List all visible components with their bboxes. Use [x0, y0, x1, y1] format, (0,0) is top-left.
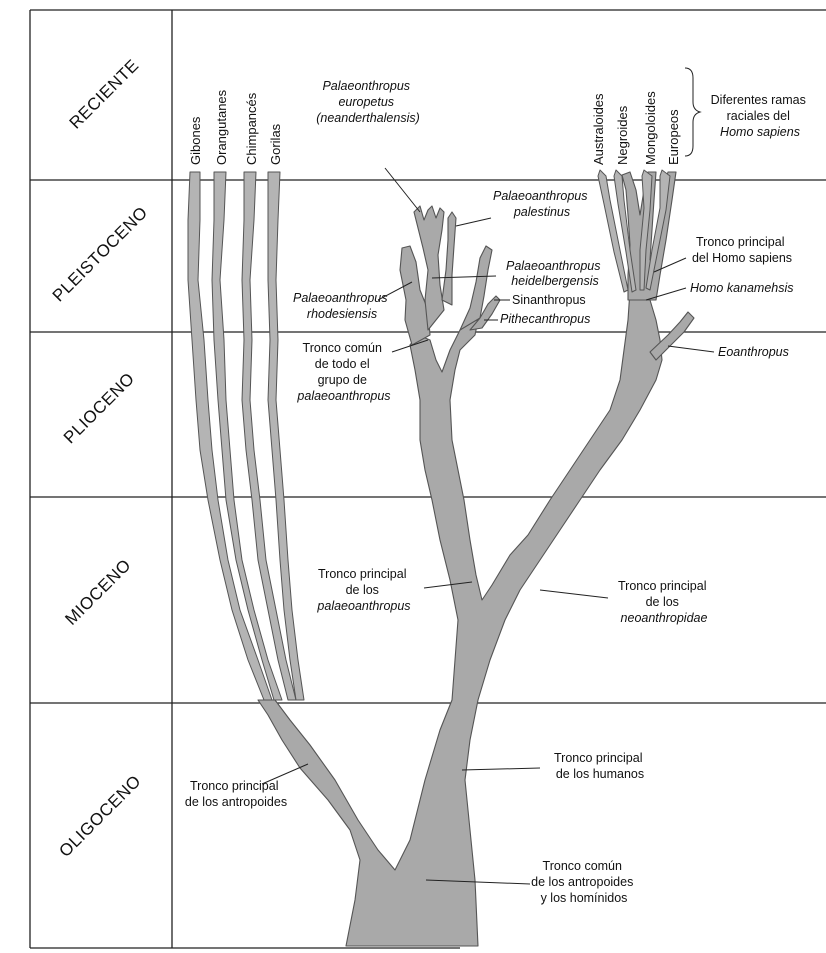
races-brace: [685, 68, 700, 156]
palaeo-branch-palestinus: [442, 212, 456, 305]
column-label-gibones: Gibones: [188, 116, 203, 165]
ape-branch-gibones: [188, 172, 272, 700]
era-label-plioceno: PLIOCENO: [60, 369, 138, 447]
era-label-pleistoceno: PLEISTOCENO: [49, 203, 152, 306]
label-tronco-homo-sapiens: Tronco principal del Homo sapiens: [692, 235, 792, 265]
leader-tronco-neo: [540, 590, 608, 598]
leader-tronco-humanos: [462, 768, 540, 770]
column-label-gorilas: Gorilas: [268, 123, 283, 165]
column-label-negroides: Negroides: [615, 105, 630, 165]
label-palestinus: Palaeoanthropus palestinus: [493, 189, 591, 219]
leader-tronco-antropoides: [262, 764, 308, 784]
label-tronco-neo: Tronco principal de los neoanthropidae: [618, 579, 710, 625]
era-label-mioceno: MIOCENO: [61, 555, 134, 628]
ape-branches: [188, 172, 304, 700]
label-tronco-palaeo: Tronco principal de los palaeoanthropus: [316, 567, 410, 613]
era-label-reciente: RECIENTE: [66, 56, 143, 133]
label-tronco-comun-palaeo: Tronco común de todo el grupo de palaeoa…: [296, 341, 390, 403]
label-rhodesiensis: Palaeoanthropus rhodesiensis: [293, 291, 391, 321]
leader-neanderthalensis: [385, 168, 420, 212]
column-label-europeos: Europeos: [666, 109, 681, 165]
column-label-australoides: Australoides: [591, 93, 606, 165]
races-label: Diferentes ramas raciales del Homo sapie…: [711, 93, 810, 139]
leader-palestinus: [456, 218, 491, 226]
era-label-oligoceno: OLIGOCENO: [55, 771, 144, 860]
label-tronco-humanos: Tronco principal de los humanos: [554, 751, 646, 781]
label-homo-kanamehsis: Homo kanamehsis: [690, 281, 794, 295]
column-label-orangutanes: Orangutanes: [214, 89, 229, 165]
label-neanderthalensis: Palaeonthropus europetus (neanderthalens…: [316, 79, 420, 125]
column-label-mongoloides: Mongoloides: [643, 91, 658, 165]
label-tronco-comun: Tronco común de los antropoides y los ho…: [531, 859, 637, 905]
label-eoanthropus: Eoanthropus: [718, 345, 789, 359]
column-label-chimpances: Chimpancés: [244, 92, 259, 165]
label-heidelbergensis: Palaeoanthropus heidelbergensis: [506, 259, 604, 288]
label-pithecanthropus: Pithecanthropus: [500, 312, 590, 326]
label-tronco-antropoides: Tronco principal de los antropoides: [185, 779, 287, 809]
leader-eoanthropus: [668, 346, 714, 352]
label-sinanthropus: Sinanthropus: [512, 293, 586, 307]
